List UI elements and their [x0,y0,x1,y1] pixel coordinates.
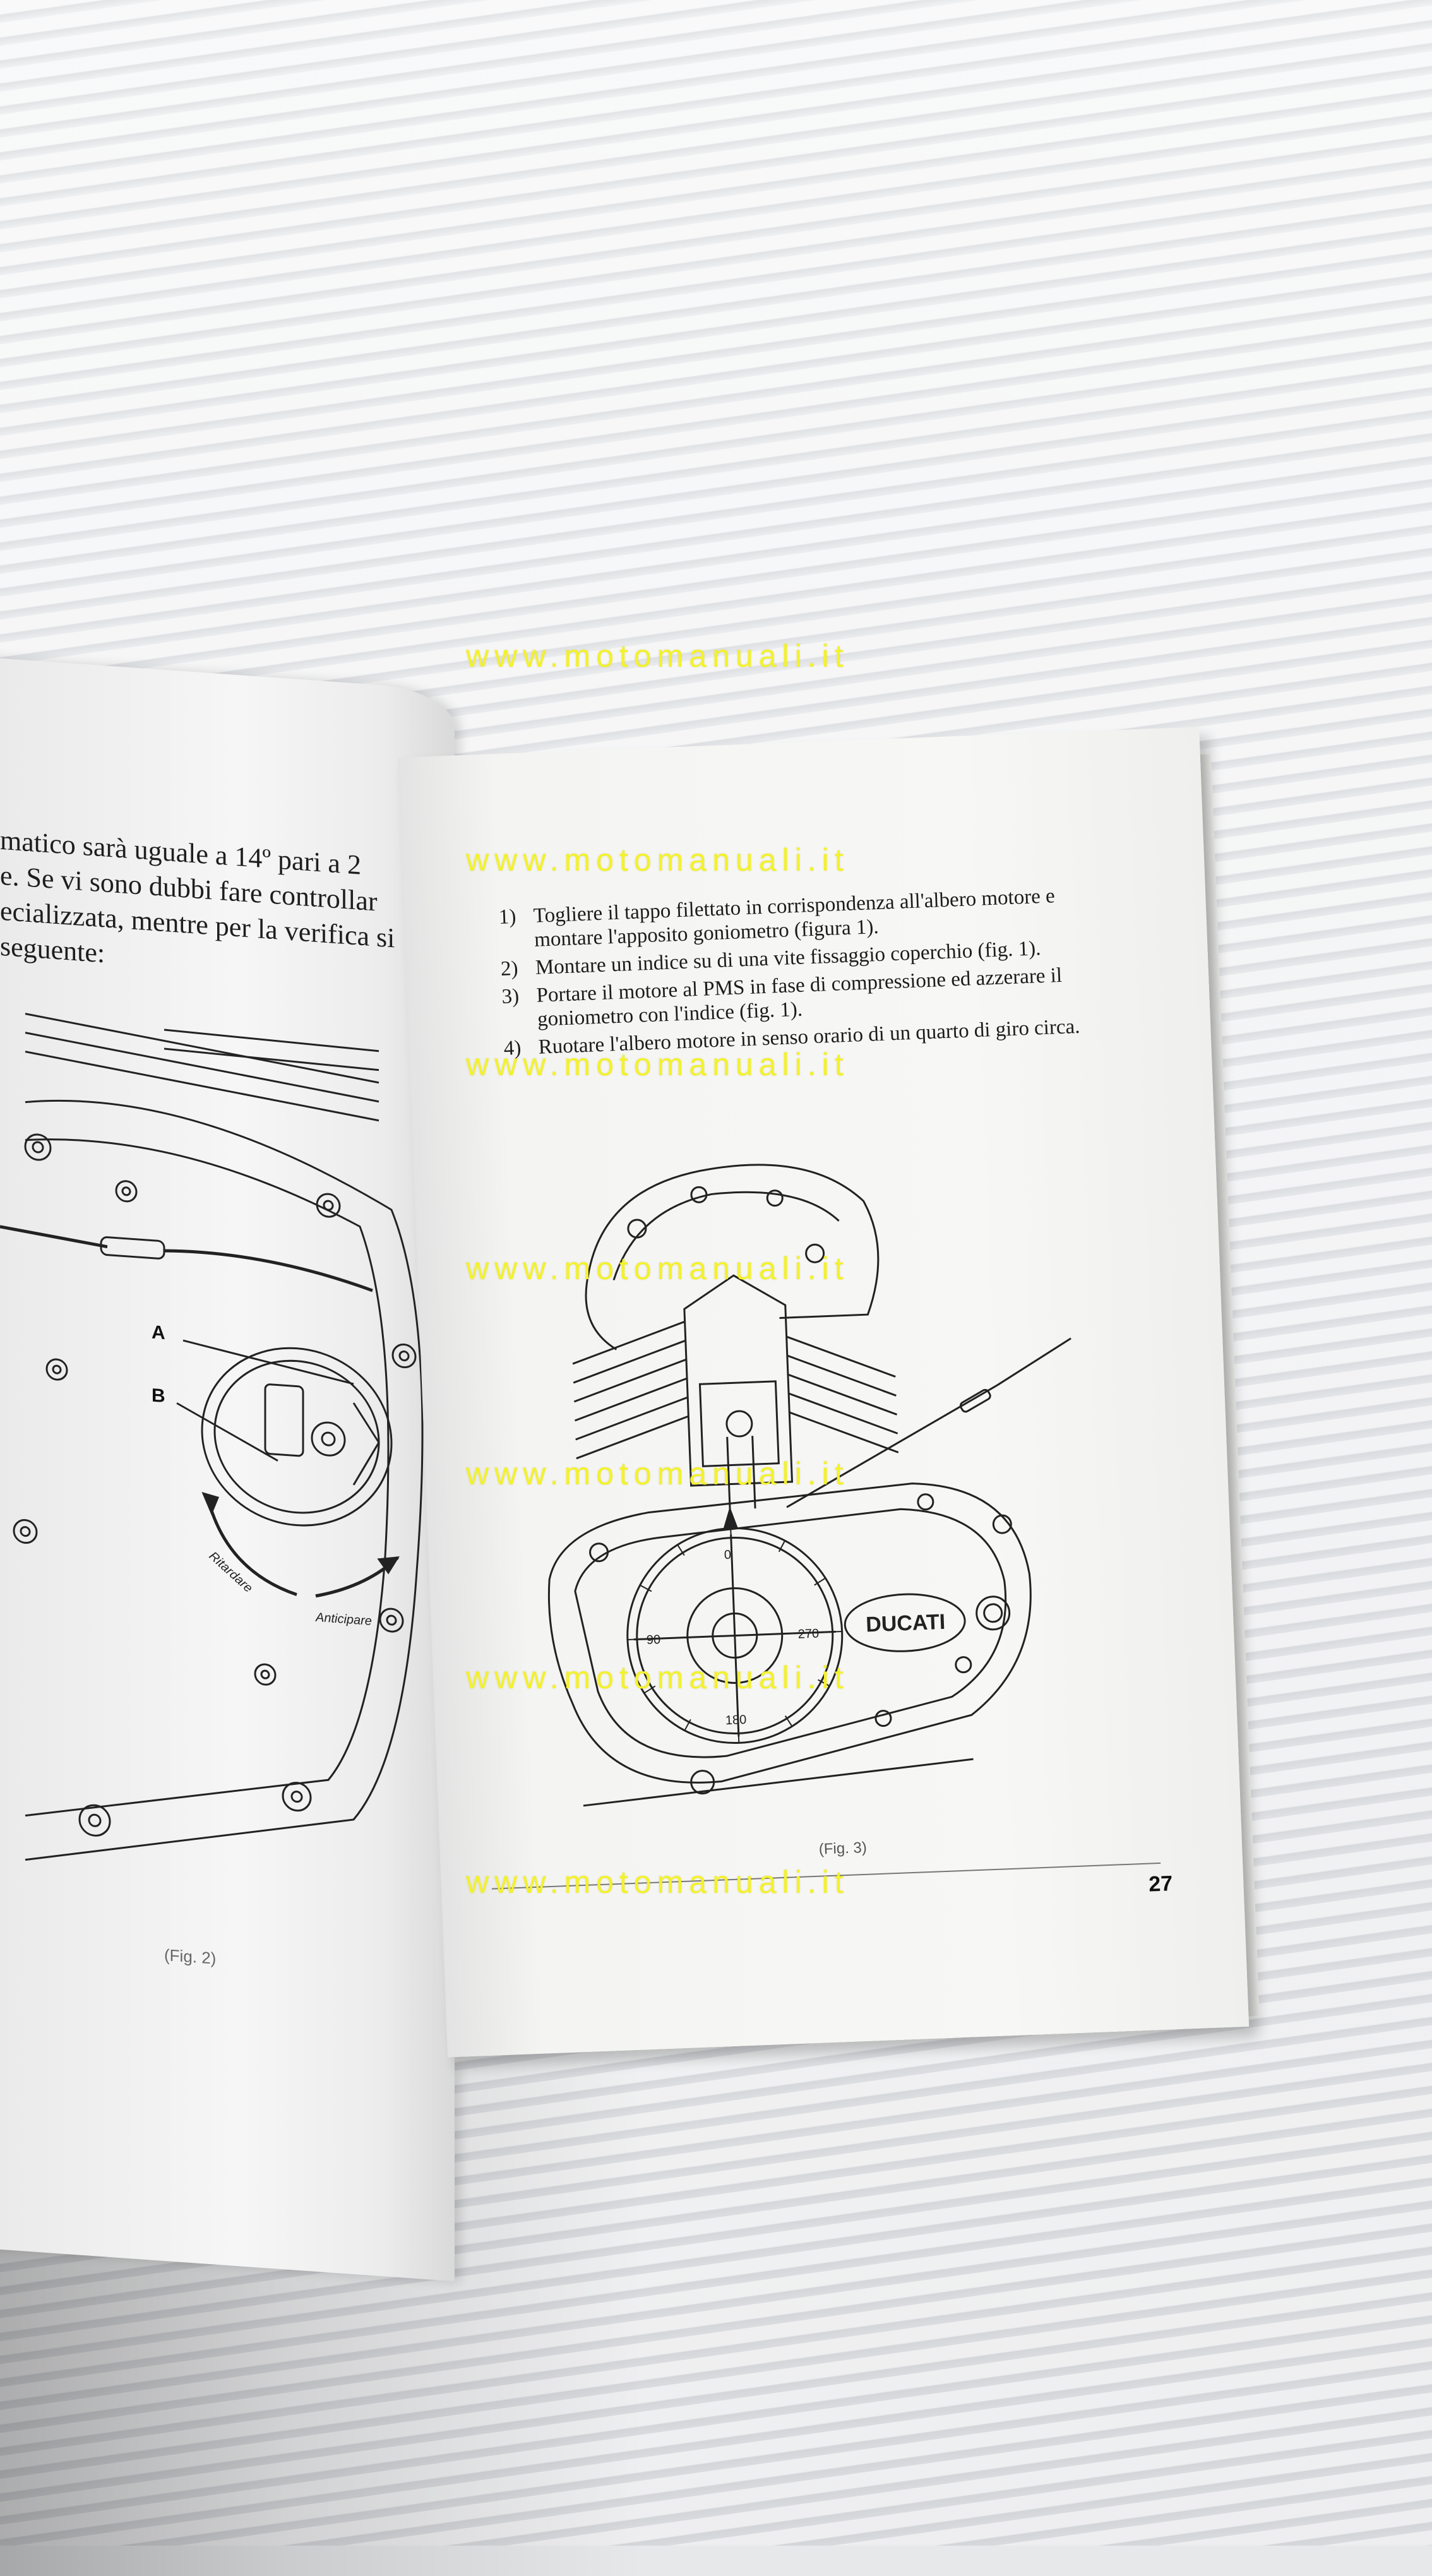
step-number: 2) [500,957,519,981]
instruction-list: 1) Togliere il tappo filettato in corris… [498,883,1091,1064]
label-b: B [152,1385,165,1407]
left-page-text: matico sarà uguale a 14º pari a 2 e. Se … [0,823,455,996]
watermark-text: www.motomanuali.it [466,638,849,674]
dial-label-left: 90 [647,1633,661,1647]
step-number: 3) [501,984,520,1008]
watermark-text: www.motomanuali.it [466,1047,849,1082]
brand-logo: DUCATI [866,1610,946,1637]
dial-label-right: 270 [797,1626,819,1641]
watermark-text: www.motomanuali.it [466,1660,849,1695]
figure-caption-left: (Fig. 2) [164,1945,217,1968]
watermark-text: www.motomanuali.it [466,842,849,878]
figure-caption-right: (Fig. 3) [818,1839,868,1858]
right-page: 1) Togliere il tappo filettato in corris… [398,727,1250,2058]
dial-label-bottom: 180 [725,1713,747,1727]
dial-label-top: 0 [724,1548,731,1562]
page-number: 27 [1148,1871,1173,1897]
engine-protractor-drawing: 0 90 270 180 DUCATI [547,1164,1071,1807]
label-a: A [152,1322,165,1344]
watermark-text: www.motomanuali.it [466,1864,849,1900]
watermark-text: www.motomanuali.it [466,1251,849,1286]
left-page: matico sarà uguale a 14º pari a 2 e. Se … [0,657,455,2282]
arrow-label-ritardare: Ritardare [206,1549,255,1595]
ignition-cover-drawing: A B Ritardare Anticipare [0,1013,424,1861]
arrow-label-anticipare: Anticipare [315,1611,372,1628]
step-number: 1) [498,905,517,929]
watermark-text: www.motomanuali.it [466,1456,849,1491]
